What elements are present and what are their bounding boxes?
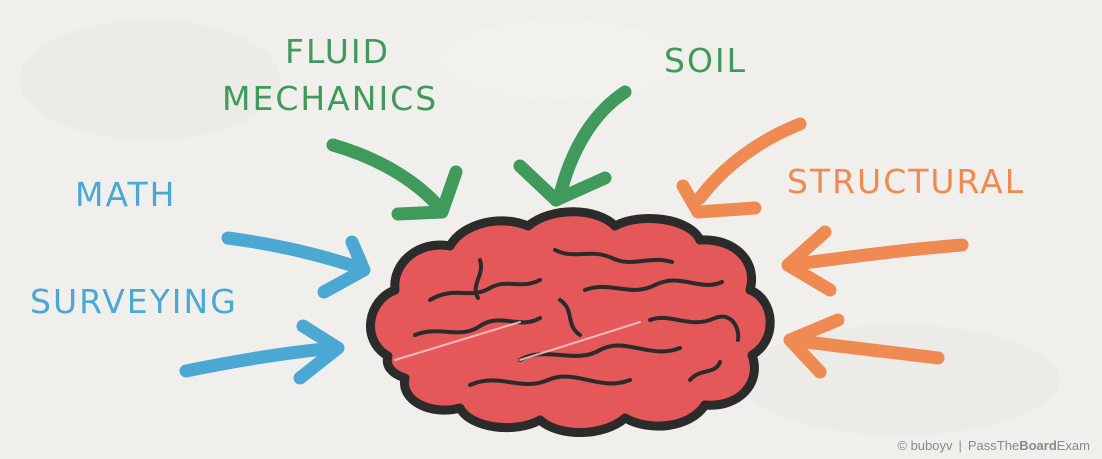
topic-label-fluid-line2: MECHANICS — [222, 79, 438, 118]
topic-label-fluid-line1: FLUID — [285, 32, 390, 71]
topic-label-soil: SOIL — [664, 41, 747, 80]
topic-label-math: MATH — [75, 175, 176, 214]
site-name-part-the: The — [997, 438, 1019, 453]
topic-label-structural: STRUCTURAL — [787, 162, 1025, 201]
math-arrow-icon — [228, 238, 360, 268]
site-name-part-pass: Pass — [968, 438, 997, 453]
brain-icon — [370, 212, 770, 433]
topic-label-surveying: SURVEYING — [30, 282, 238, 321]
credit-separator: | — [959, 438, 962, 453]
fluid-arrow-icon — [333, 145, 440, 208]
site-name-part-exam: Exam — [1057, 438, 1090, 453]
credit-watermark: © buboyv | PassTheBoardExam — [897, 438, 1090, 453]
site-name-part-board: Board — [1019, 438, 1057, 453]
structural-arrow-icon — [700, 124, 800, 198]
author-credit: © buboyv — [897, 438, 952, 453]
structural-arrow-head-icon — [683, 186, 755, 212]
